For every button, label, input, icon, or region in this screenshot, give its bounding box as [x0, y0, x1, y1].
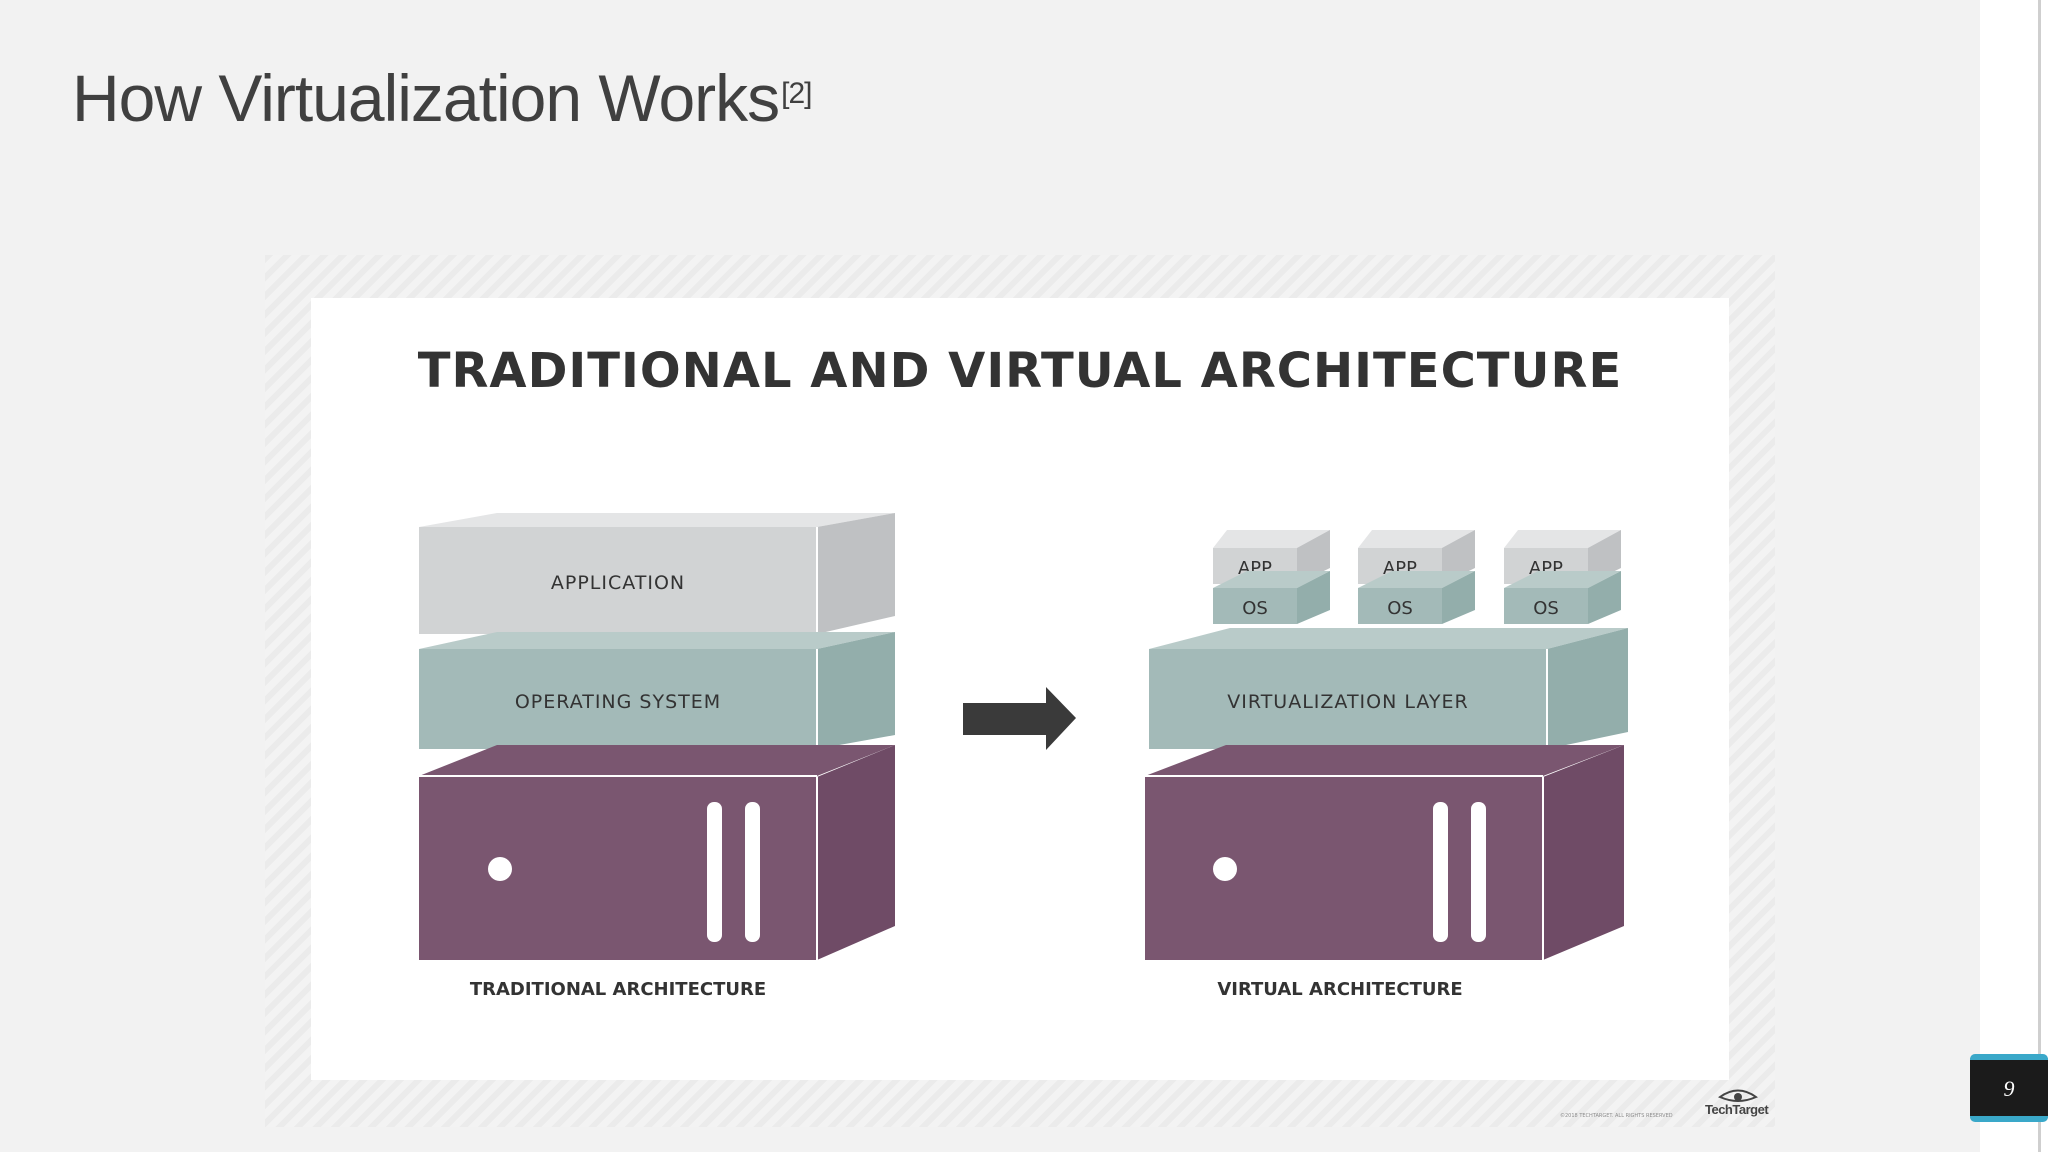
operating-system-block: OPERATING SYSTEM — [419, 632, 895, 749]
power-led-icon — [1213, 857, 1237, 881]
vm-stack: APP OS — [1358, 530, 1475, 624]
virtual-caption: VIRTUAL ARCHITECTURE — [1217, 979, 1462, 1000]
virtualization-layer-label: VIRTUALIZATION LAYER — [1227, 691, 1468, 713]
figure-heading: TRADITIONAL AND VIRTUAL ARCHITECTURE — [418, 343, 1623, 399]
right-arrow-icon — [963, 687, 1076, 750]
slide-title-text: How Virtualization Works — [72, 61, 780, 135]
techtarget-eye-icon — [1718, 1089, 1758, 1102]
os-label: OS — [1387, 598, 1413, 619]
drive-slot-icon — [1433, 802, 1448, 942]
page-number: 9 — [2003, 1076, 2015, 1101]
virtualization-layer-block: VIRTUALIZATION LAYER — [1149, 628, 1628, 749]
window-edge — [2038, 0, 2041, 1152]
slide-title: How Virtualization Works[2] — [72, 60, 813, 136]
figure-card: TRADITIONAL AND VIRTUAL ARCHITECTURE APP… — [311, 298, 1729, 1080]
copyright-credit: ©2018 TECHTARGET. ALL RIGHTS RESERVED — [1560, 1113, 1673, 1119]
architecture-figure: TRADITIONAL AND VIRTUAL ARCHITECTURE APP… — [265, 255, 1775, 1127]
page-number-badge: 9 — [1970, 1054, 2048, 1122]
drive-slot-icon — [707, 802, 722, 942]
citation-mark: [2] — [781, 77, 812, 110]
architecture-diagram: TRADITIONAL AND VIRTUAL ARCHITECTURE APP… — [418, 343, 1628, 1000]
drive-slot-icon — [745, 802, 760, 942]
application-label: APPLICATION — [551, 572, 685, 594]
traditional-server — [419, 745, 895, 960]
vm-stack: APP OS — [1213, 530, 1330, 624]
vm-stack: APP OS — [1504, 530, 1621, 624]
operating-system-label: OPERATING SYSTEM — [515, 691, 721, 713]
power-led-icon — [488, 857, 512, 881]
traditional-caption: TRADITIONAL ARCHITECTURE — [470, 979, 766, 1000]
virtual-server — [1145, 745, 1624, 960]
techtarget-logo: TechTarget — [1705, 1102, 1769, 1117]
os-label: OS — [1242, 598, 1268, 619]
os-label: OS — [1533, 598, 1559, 619]
drive-slot-icon — [1471, 802, 1486, 942]
application-block: APPLICATION — [419, 513, 895, 634]
